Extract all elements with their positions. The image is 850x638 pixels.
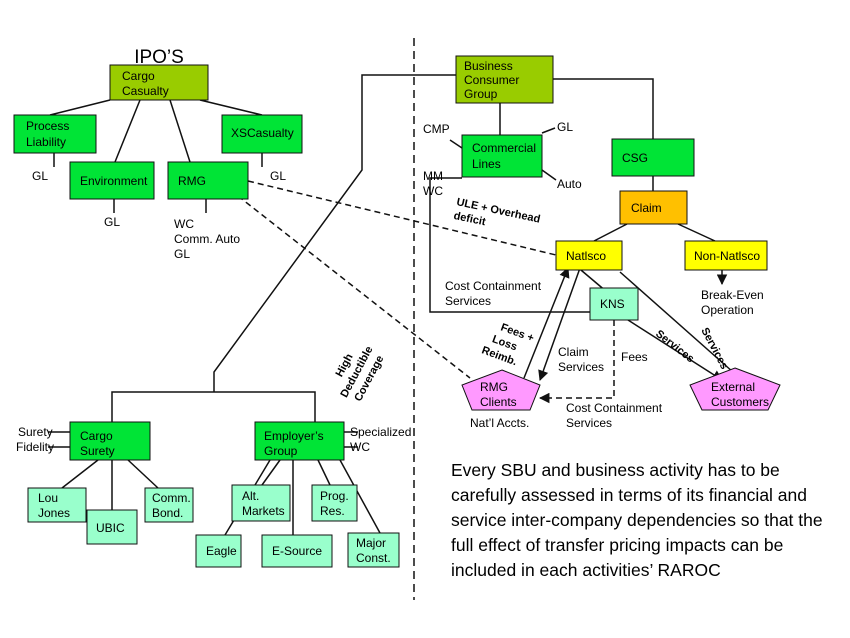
node-text: Commercial <box>472 141 536 155</box>
node-text: Bond. <box>152 506 183 520</box>
node-natlsco: Natlsco <box>555 240 623 271</box>
node-text: Group <box>464 87 498 101</box>
node-text: RMG <box>178 174 206 188</box>
service-arrows <box>523 267 743 381</box>
label-rmg-lines: Comm. Auto <box>174 232 240 246</box>
node-text: Lines <box>472 157 501 171</box>
node-text: Eagle <box>206 544 237 558</box>
node-rmg-clients: RMG Clients <box>461 369 541 411</box>
node-text: Consumer <box>464 73 519 87</box>
node-text: UBIC <box>96 521 125 535</box>
node-text: XSCasualty <box>231 126 294 140</box>
node-text: Comm. <box>152 491 191 505</box>
node-text: Casualty <box>122 84 169 98</box>
label-fidelity: Fidelity <box>16 440 54 454</box>
node-environment: Environment <box>69 161 155 200</box>
label-gl: GL <box>104 215 120 229</box>
node-lou-jones: Lou Jones <box>27 487 87 523</box>
node-major-const: Major Const. <box>347 532 400 568</box>
node-business-consumer-group: Business Consumer Group <box>455 55 554 104</box>
node-commercial-lines: Commercial Lines <box>461 134 543 178</box>
label-auto: Auto <box>557 177 582 191</box>
node-employers-group: Employer’s Group <box>254 421 345 461</box>
node-text: Major <box>356 536 386 550</box>
node-text: Lou <box>38 491 58 505</box>
label-specialized: WC <box>350 440 370 454</box>
label-natl-accts: Nat’l Accts. <box>470 416 529 430</box>
ipos-title: IPO’S <box>134 47 184 68</box>
label-cost-containment: Cost Containment <box>566 401 663 415</box>
node-text: Environment <box>80 174 148 188</box>
label-break-even: Operation <box>701 303 754 317</box>
dashed-relationships <box>237 180 615 404</box>
label-surety: Surety <box>18 425 53 439</box>
label-claim-services: Claim <box>558 345 589 359</box>
node-text: Business <box>464 59 513 73</box>
node-text: Cargo <box>80 429 113 443</box>
node-text: Cargo <box>122 69 155 83</box>
node-text: RMG <box>480 380 508 394</box>
node-text: Prog. <box>320 489 349 503</box>
node-cargo-surety: Cargo Surety <box>69 421 151 461</box>
node-kns: KNS <box>589 287 639 321</box>
node-text: Liability <box>26 135 66 149</box>
label-cmp: CMP <box>423 122 450 136</box>
node-text: Employer’s <box>264 429 324 443</box>
node-text: Surety <box>80 444 115 458</box>
node-text: Group <box>264 444 298 458</box>
node-text: External <box>711 380 755 394</box>
node-external-customers: External Customers <box>689 367 781 411</box>
node-text: Alt. <box>242 489 259 503</box>
summary-note: Every SBU and business activity has to b… <box>451 460 823 580</box>
label-fees: Fees <box>621 350 648 364</box>
node-non-natlsco: Non-Natlsco <box>684 240 768 271</box>
node-process-liability: Process Liability <box>13 114 97 154</box>
node-text: Jones <box>38 506 70 520</box>
label-break-even: Break-Even <box>701 288 764 302</box>
node-text: Markets <box>242 504 285 518</box>
node-alt-markets: Alt. Markets <box>231 484 291 522</box>
node-cargo-casualty: Cargo Casualty <box>109 64 209 101</box>
label-services: Services <box>698 326 730 372</box>
node-ubic: UBIC <box>86 509 138 545</box>
node-csg: CSG <box>611 138 695 177</box>
node-claim: Claim <box>619 190 688 225</box>
node-text: Res. <box>320 504 345 518</box>
node-xscasualty: XSCasualty <box>221 114 303 154</box>
ipo-connectors <box>49 99 263 213</box>
label-mm: MM <box>423 169 443 183</box>
label-gl: GL <box>270 169 286 183</box>
node-text: Natlsco <box>566 249 606 263</box>
label-claim-services: Services <box>558 360 604 374</box>
node-text: Clients <box>480 395 517 409</box>
node-prog-res: Prog. Res. <box>311 484 358 522</box>
node-text: KNS <box>600 297 625 311</box>
label-gl: GL <box>557 120 573 134</box>
node-text: Customers <box>711 395 769 409</box>
node-text: Claim <box>631 201 662 215</box>
node-eagle: Eagle <box>195 534 242 568</box>
label-rmg-lines: GL <box>174 247 190 261</box>
node-comm-bond: Comm. Bond. <box>144 487 194 523</box>
node-text: CSG <box>622 151 648 165</box>
label-cost-containment: Services <box>566 416 612 430</box>
label-gl: GL <box>32 169 48 183</box>
node-text: Const. <box>356 551 391 565</box>
bcg-left-connector <box>111 74 456 422</box>
node-text: E-Source <box>272 544 322 558</box>
node-text: Non-Natlsco <box>694 249 760 263</box>
node-rmg: RMG <box>167 161 249 200</box>
label-specialized: Specialized <box>350 425 411 439</box>
node-e-source: E-Source <box>261 534 333 568</box>
label-cost-containment: Services <box>445 294 491 308</box>
label-rmg-lines: WC <box>174 217 194 231</box>
node-text: Process <box>26 119 69 133</box>
label-wc: WC <box>423 184 443 198</box>
label-cost-containment: Cost Containment <box>445 279 542 293</box>
